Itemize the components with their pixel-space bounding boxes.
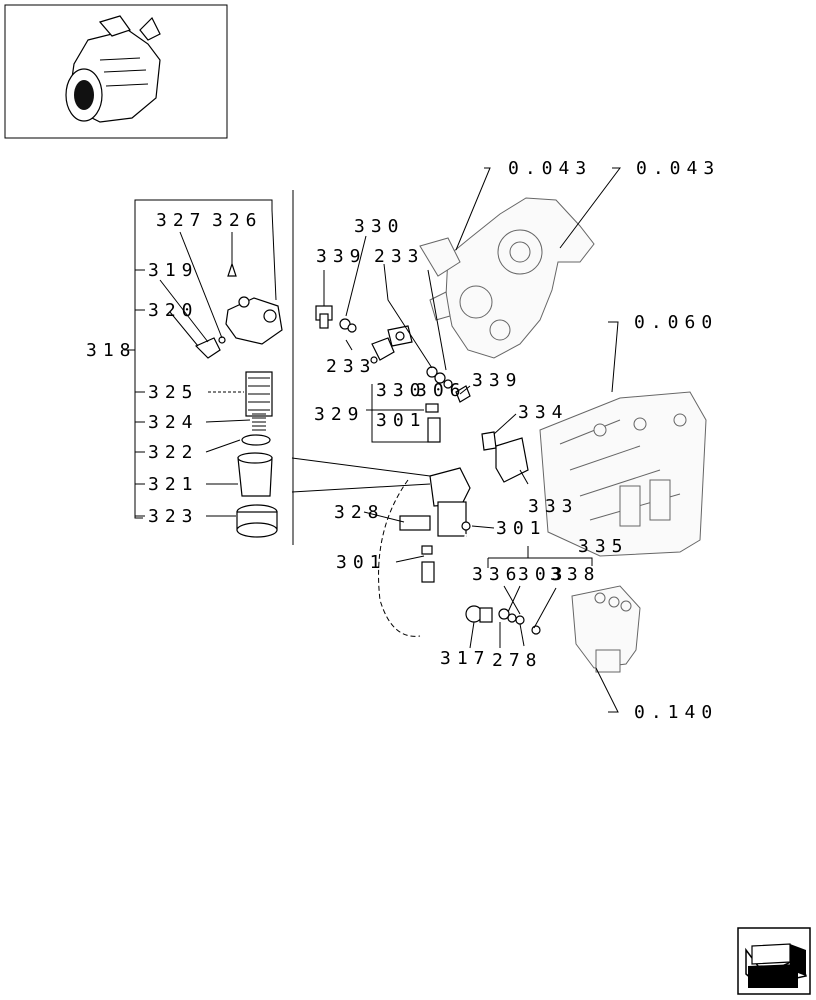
bleed-screw-part <box>194 336 226 359</box>
bracket-part <box>481 431 529 483</box>
callout-325: 325 <box>148 382 199 403</box>
callout-301b: 301 <box>496 518 547 539</box>
callout-319: 319 <box>148 260 199 281</box>
retaining-ring-part <box>236 504 278 538</box>
filter-head-part <box>225 262 283 345</box>
callout-303: 303 <box>518 564 569 585</box>
next-page-arrow-icon[interactable] <box>737 927 811 995</box>
callout-321: 321 <box>148 474 199 495</box>
valve-part <box>370 337 395 364</box>
callout-324: 324 <box>148 412 199 433</box>
fuel-line-part <box>441 533 558 705</box>
callout-335: 335 <box>578 536 629 557</box>
callout-0-043a: 0.043 <box>508 158 592 179</box>
washers-part <box>426 366 471 403</box>
engine-thumbnail[interactable] <box>4 4 228 139</box>
callout-339a: 339 <box>316 246 367 267</box>
spring-part <box>252 413 266 431</box>
callout-334: 334 <box>518 402 569 423</box>
callout-0-140: 0.140 <box>634 702 718 723</box>
callout-328: 328 <box>334 502 385 523</box>
callout-233a: 233 <box>374 246 425 267</box>
sleeve-part <box>425 403 441 443</box>
leader-lines <box>159 167 621 713</box>
callout-317: 317 <box>440 648 491 669</box>
filter-assembly-part <box>399 467 471 537</box>
fitting-part <box>465 605 541 635</box>
gasket-plate-part <box>387 325 413 347</box>
injection-pump-part <box>571 585 641 673</box>
callouts: 0.043 0.043 0.060 0.140 327 326 319 320 … <box>86 158 720 723</box>
callout-333: 333 <box>528 496 579 517</box>
banjo-bolt-part <box>315 305 357 333</box>
callout-301c: 301 <box>336 552 387 573</box>
cylinder-head-part <box>539 391 707 557</box>
callout-327: 327 <box>156 210 207 231</box>
filter-group-bracket <box>124 190 294 545</box>
callout-318: 318 <box>86 340 137 361</box>
callout-301a: 301 <box>376 410 427 431</box>
callout-0-043b: 0.043 <box>636 158 720 179</box>
callout-330b: 330 <box>376 380 427 401</box>
callout-306: 306 <box>416 380 467 401</box>
filter-bowl-part <box>237 452 273 497</box>
small-sleeve-part <box>421 545 435 583</box>
callout-336: 336 <box>472 564 523 585</box>
callout-323: 323 <box>148 506 199 527</box>
o-ring-part <box>241 434 271 446</box>
callout-330: 330 <box>354 216 405 237</box>
timing-cover-part <box>419 197 595 359</box>
callout-233b: 233 <box>326 356 377 377</box>
callout-278: 278 <box>492 650 543 671</box>
callout-326: 326 <box>212 210 263 231</box>
callout-0-060: 0.060 <box>634 312 718 333</box>
callout-338: 338 <box>550 564 601 585</box>
callout-320: 320 <box>148 300 199 321</box>
filter-element-part <box>245 371 273 417</box>
callout-329: 329 <box>314 404 365 425</box>
callout-339b: 339 <box>472 370 523 391</box>
callout-322: 322 <box>148 442 199 463</box>
